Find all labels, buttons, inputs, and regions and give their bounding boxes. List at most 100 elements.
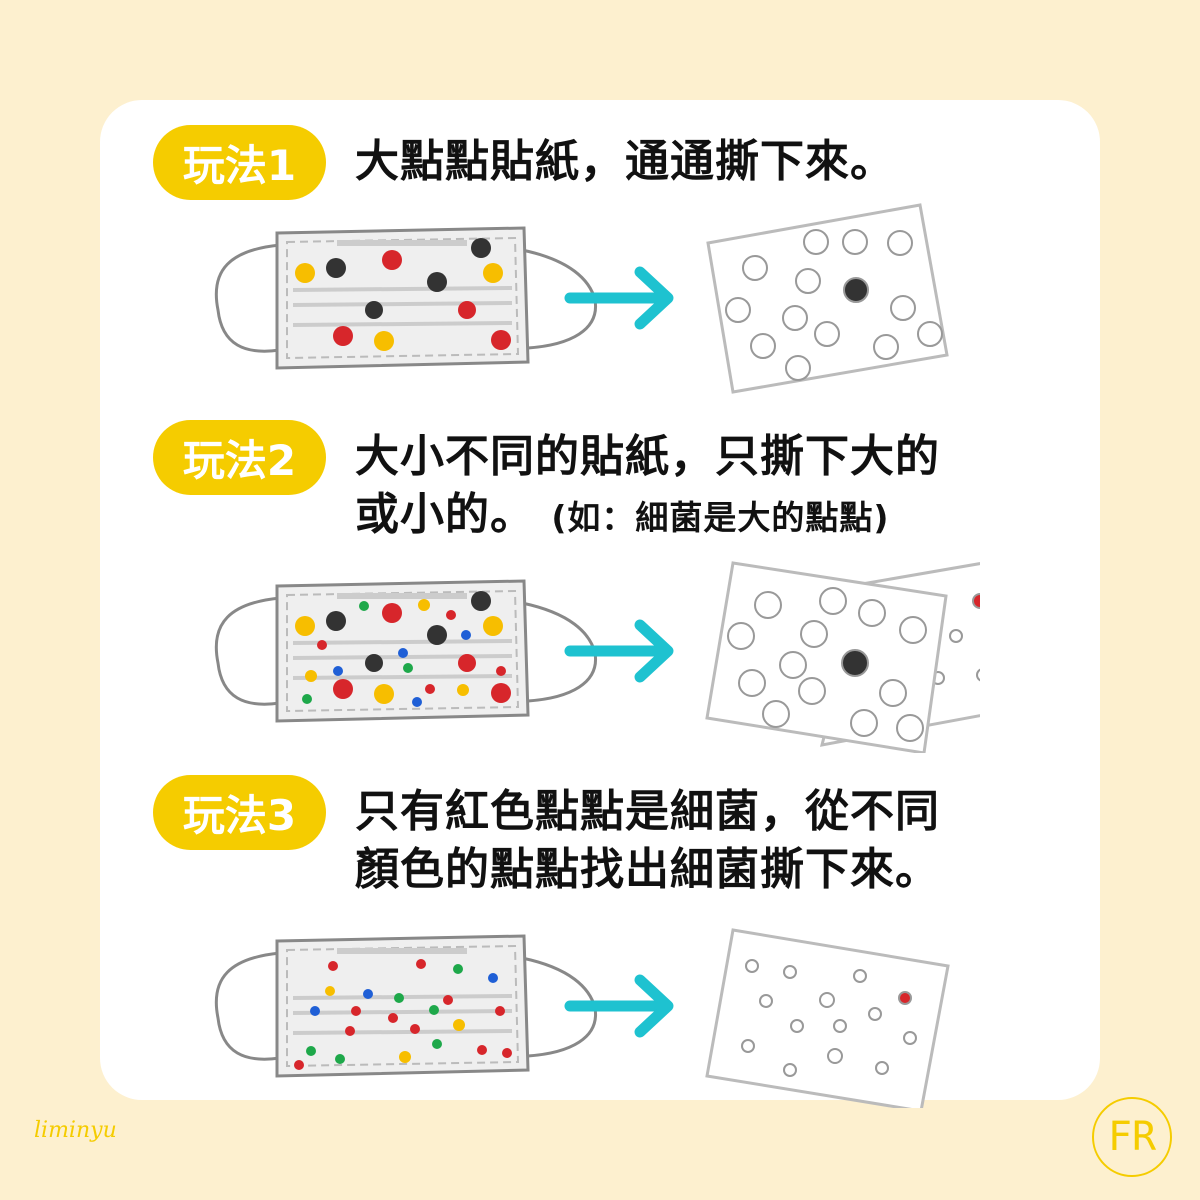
mask-body	[275, 934, 530, 1078]
sticker-dot	[365, 301, 383, 319]
mask-stitch	[286, 236, 520, 360]
peeled-hole	[783, 1063, 797, 1077]
ear-loop-left	[214, 596, 281, 706]
remaining-sticker	[898, 991, 912, 1005]
sticker-dot	[432, 1039, 442, 1049]
peeled-hole	[899, 616, 927, 644]
peeled-hole	[887, 230, 913, 256]
peeled-hole	[745, 959, 759, 973]
mask-pleat	[292, 1009, 513, 1015]
sticker-dot	[317, 640, 327, 650]
ear-loop-left	[214, 951, 281, 1061]
mask-label	[337, 593, 467, 599]
mask-label	[337, 948, 467, 954]
sticker-dot	[394, 993, 404, 1003]
sticker-dot	[496, 666, 506, 676]
arrow-head	[634, 266, 674, 330]
sticker-dot	[333, 666, 343, 676]
peeled-hole	[738, 669, 766, 697]
remaining-sticker	[972, 593, 980, 609]
sticker-dot	[399, 1051, 411, 1063]
peeled-hole	[782, 305, 808, 331]
sticker-dot	[429, 1005, 439, 1015]
sticker-dot	[365, 654, 383, 672]
liminyu-logo: liminyu	[34, 1118, 117, 1143]
sticker-dot	[458, 301, 476, 319]
sticker-dot	[388, 1013, 398, 1023]
sticker-dot	[403, 663, 413, 673]
peeled-hole	[890, 295, 916, 321]
heading-note: (如：細菌是大的點點)	[551, 498, 890, 537]
sticker-dot	[488, 973, 498, 983]
peeled-hole	[842, 229, 868, 255]
sticker-dot	[412, 697, 422, 707]
fr-logo: FR	[1092, 1097, 1172, 1177]
sticker-dot	[374, 331, 394, 351]
sticker-dot	[335, 1054, 345, 1064]
peeled-hole	[819, 587, 847, 615]
peeled-hole	[783, 965, 797, 979]
sticker-dot	[333, 679, 353, 699]
sticker-dot	[305, 670, 317, 682]
mask-pleat	[292, 1029, 513, 1035]
sticker-dot	[328, 961, 338, 971]
illustration-method-2	[214, 561, 980, 753]
sticker-dot	[382, 603, 402, 623]
sticker-dot	[427, 272, 447, 292]
mask-stitch	[286, 589, 520, 713]
peeled-hole	[879, 679, 907, 707]
peeled-hole	[725, 297, 751, 323]
mask-pleat	[292, 301, 513, 307]
badge-method-3: 玩法3	[153, 775, 326, 850]
heading-method-1: 大點點貼紙，通通撕下來。	[355, 133, 895, 191]
peeled-hole	[875, 1061, 889, 1075]
ear-loop-left	[214, 243, 281, 353]
illustration-method-1	[214, 203, 949, 394]
sticker-dot	[453, 964, 463, 974]
sticker-dot	[333, 326, 353, 346]
sticker-dot	[374, 684, 394, 704]
peeled-hole	[800, 620, 828, 648]
sticker-dot	[495, 1006, 505, 1016]
heading-line: 只有紅色點點是細菌，從不同	[355, 786, 940, 837]
heading-method-2: 大小不同的貼紙，只撕下大的或小的。 (如：細菌是大的點點)	[355, 428, 940, 547]
sticker-dot	[382, 250, 402, 270]
heading-method-3: 只有紅色點點是細菌，從不同顏色的點點找出細菌撕下來。	[355, 783, 940, 899]
sticker-dot	[502, 1048, 512, 1058]
peeled-hole	[741, 1039, 755, 1053]
sticker-dot	[398, 648, 408, 658]
sticker-dot	[326, 258, 346, 278]
sticker-dot	[345, 1026, 355, 1036]
peeled-hole	[803, 229, 829, 255]
mask-pleat	[292, 639, 513, 645]
sticker-dot	[491, 330, 511, 350]
peeled-hole	[785, 355, 811, 381]
peeled-hole	[903, 1031, 917, 1045]
sticker-dot	[295, 263, 315, 283]
sticker-dot	[310, 1006, 320, 1016]
sticker-dot	[483, 616, 503, 636]
sticker-dot	[471, 591, 491, 611]
peeled-hole	[949, 629, 963, 643]
badge-method-1: 玩法1	[153, 125, 326, 200]
heading-line: 或小的。	[355, 489, 535, 540]
peeled-hole	[798, 677, 826, 705]
remaining-sticker	[841, 649, 869, 677]
heading-line: 顏色的點點找出細菌撕下來。	[355, 844, 940, 895]
sticker-dot	[351, 1006, 361, 1016]
sticker-dot	[363, 989, 373, 999]
sticker-dot	[325, 986, 335, 996]
mask-stitch	[286, 944, 520, 1068]
heading-line: 大點點貼紙，通通撕下來。	[355, 136, 895, 187]
sticker-dot	[416, 959, 426, 969]
remaining-sticker	[843, 277, 869, 303]
peeled-hole	[795, 268, 821, 294]
sticker-dot	[326, 611, 346, 631]
peeled-hole	[814, 321, 840, 347]
peeled-hole	[850, 709, 878, 737]
sticker-dot	[491, 683, 511, 703]
peeled-hole	[827, 1048, 843, 1064]
peeled-hole	[754, 591, 782, 619]
sticker-dot	[453, 1019, 465, 1031]
sticker-dot	[295, 616, 315, 636]
